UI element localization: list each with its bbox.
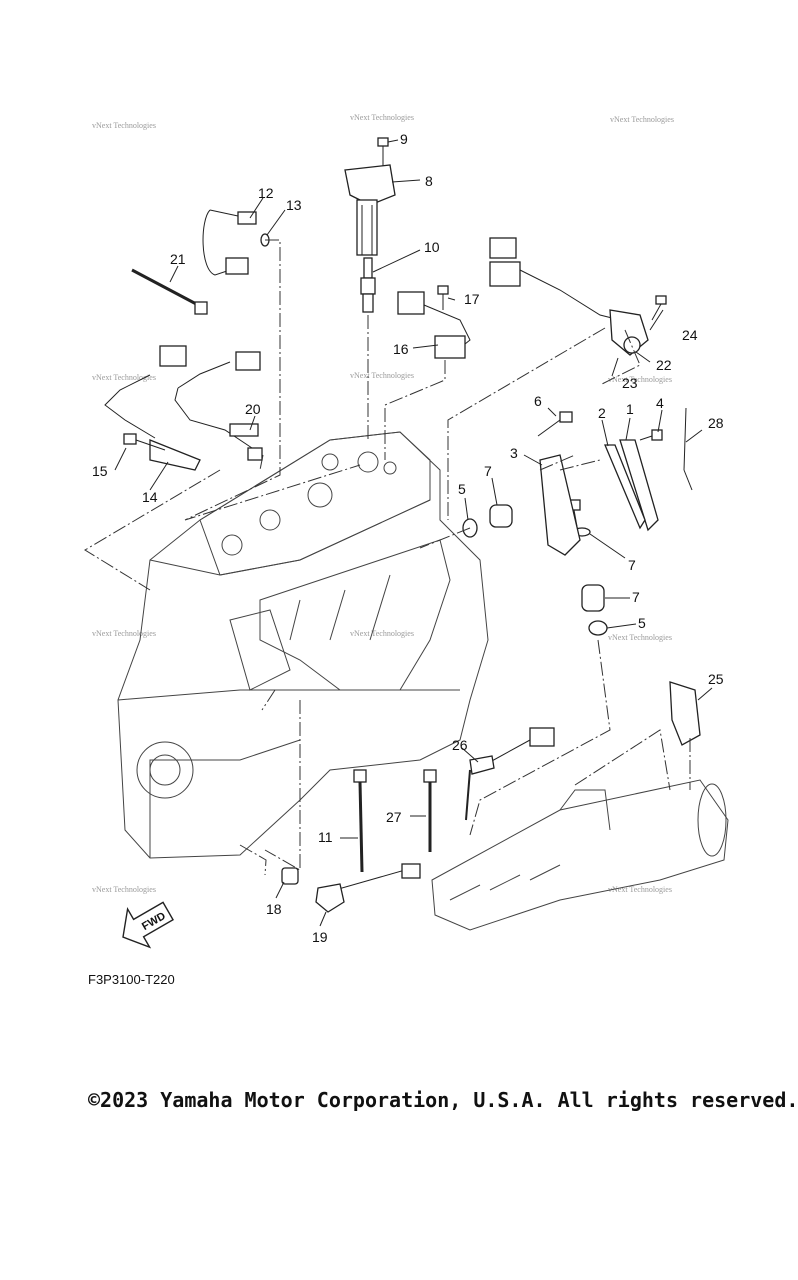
fwd-arrow-icon: FWD [122, 901, 174, 949]
callout-28[interactable]: 28 [708, 415, 724, 431]
part-6-bolt[interactable] [537, 411, 573, 437]
callout-3[interactable]: 3 [510, 445, 518, 461]
callout-24[interactable]: 24 [682, 327, 698, 343]
part-12-sensor[interactable] [202, 209, 257, 276]
watermark: vNext Technologies [350, 113, 414, 122]
callout-4[interactable]: 4 [656, 395, 664, 411]
engine-block [117, 431, 489, 859]
leader-lines [114, 139, 713, 927]
watermark: vNext Technologies [92, 629, 156, 638]
callouts: 9 8 10 12 13 21 17 16 24 22 23 20 15 14 … [92, 131, 724, 945]
exhaust-manifold [431, 779, 729, 931]
callout-7[interactable]: 7 [632, 589, 640, 605]
part-1-bracket[interactable] [619, 439, 659, 532]
diagram-code: F3P3100-T220 [88, 972, 175, 987]
watermark: vNext Technologies [92, 885, 156, 894]
part-24-bolt[interactable] [651, 295, 667, 321]
callout-19[interactable]: 19 [312, 929, 328, 945]
part-25-clamp[interactable] [669, 681, 701, 746]
watermark: vNext Technologies [608, 375, 672, 384]
part-10-spark-plug[interactable] [360, 257, 376, 313]
part-16-sensor[interactable] [397, 291, 471, 359]
part-18-sensor[interactable] [281, 867, 299, 885]
part-7-grommet[interactable] [581, 584, 605, 612]
part-28-clamp[interactable] [683, 407, 693, 491]
watermark: vNext Technologies [610, 115, 674, 124]
watermarks: vNext Technologies vNext Technologies vN… [92, 113, 674, 894]
part-11-tie-band[interactable] [353, 769, 367, 873]
part-14-sensor[interactable] [104, 345, 201, 471]
callout-18[interactable]: 18 [266, 901, 282, 917]
part-3-bracket[interactable] [539, 454, 581, 556]
callout-6[interactable]: 6 [534, 393, 542, 409]
watermark: vNext Technologies [350, 629, 414, 638]
callout-21[interactable]: 21 [170, 251, 186, 267]
callout-5[interactable]: 5 [638, 615, 646, 631]
watermark: vNext Technologies [350, 371, 414, 380]
watermark: vNext Technologies [92, 373, 156, 382]
callout-14[interactable]: 14 [142, 489, 158, 505]
reference-lines [84, 239, 691, 876]
callout-16[interactable]: 16 [393, 341, 409, 357]
part-8-ignition-coil[interactable] [344, 164, 396, 256]
watermark: vNext Technologies [608, 633, 672, 642]
part-5-collar[interactable] [588, 620, 608, 636]
callout-10[interactable]: 10 [424, 239, 440, 255]
callout-8[interactable]: 8 [425, 173, 433, 189]
part-4-bolt[interactable] [639, 429, 663, 441]
callout-2[interactable]: 2 [598, 405, 606, 421]
callout-6[interactable]: 7 [628, 557, 636, 573]
callout-26[interactable]: 26 [452, 737, 468, 753]
part-17-bolt[interactable] [437, 285, 449, 310]
callout-20[interactable]: 20 [245, 401, 261, 417]
callout-7[interactable]: 7 [484, 463, 492, 479]
part-7-grommet[interactable] [489, 504, 513, 528]
callout-9[interactable]: 9 [400, 131, 408, 147]
part-2-bracket[interactable] [604, 444, 646, 530]
parts-diagram: vNext Technologies vNext Technologies vN… [84, 113, 729, 949]
callout-15[interactable]: 15 [92, 463, 108, 479]
callout-5[interactable]: 5 [458, 481, 466, 497]
callout-25[interactable]: 25 [708, 671, 724, 687]
callout-13[interactable]: 13 [286, 197, 302, 213]
callout-11[interactable]: 11 [318, 829, 333, 845]
part-21-tie-band[interactable] [131, 268, 208, 315]
callout-22[interactable]: 22 [656, 357, 672, 373]
part-15-bolt[interactable] [123, 433, 166, 451]
part-20-sensor[interactable] [174, 351, 263, 461]
part-27-tie-band[interactable] [423, 769, 437, 852]
part-26-sensor[interactable] [465, 727, 555, 821]
callout-1[interactable]: 1 [626, 401, 634, 417]
watermark: vNext Technologies [92, 121, 156, 130]
callout-27[interactable]: 27 [386, 809, 402, 825]
callout-12[interactable]: 12 [258, 185, 274, 201]
copyright-text: ©2023 Yamaha Motor Corporation, U.S.A. A… [88, 1088, 798, 1112]
part-19-sensor[interactable] [315, 863, 421, 913]
part-22-harness[interactable] [489, 237, 649, 356]
callout-23[interactable]: 23 [622, 375, 638, 391]
watermark: vNext Technologies [608, 885, 672, 894]
part-9-bolt[interactable] [377, 137, 389, 166]
callout-17[interactable]: 17 [464, 291, 480, 307]
